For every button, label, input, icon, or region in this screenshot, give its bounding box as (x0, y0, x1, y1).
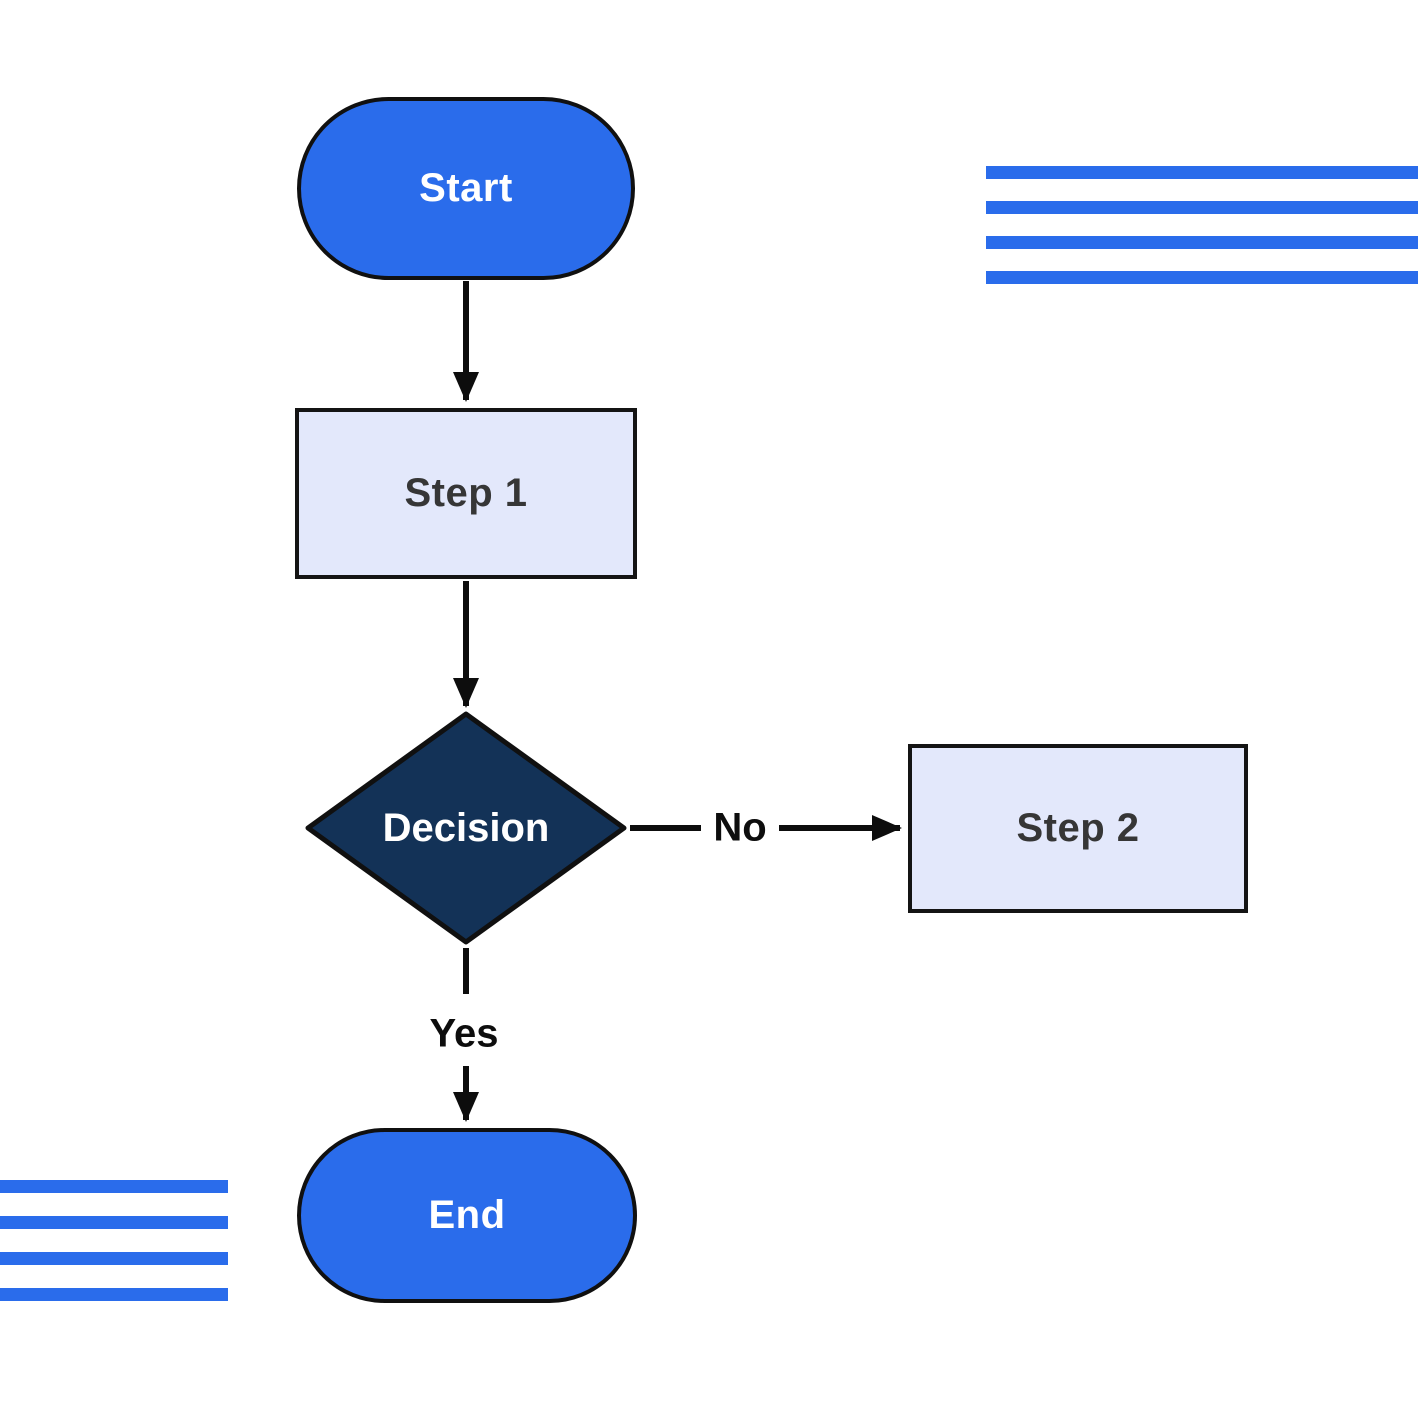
decision-node-shape (305, 711, 627, 945)
node-end: End (297, 1128, 637, 1303)
decorative-bar (0, 1288, 228, 1301)
decorative-bar (986, 271, 1418, 284)
node-start-label: Start (419, 166, 513, 210)
node-decision: Decision (308, 714, 624, 942)
decorative-bar (986, 201, 1418, 214)
edge-label-no: No (707, 805, 773, 851)
node-step2-label: Step 2 (1016, 806, 1140, 850)
node-end-label: End (428, 1193, 506, 1237)
node-step1-label: Step 1 (404, 471, 528, 515)
decorative-bar (986, 166, 1418, 179)
decorative-bar (0, 1180, 228, 1193)
node-step2: Step 2 (908, 744, 1248, 913)
edge-label-yes: Yes (423, 1011, 505, 1057)
decorative-bar (986, 236, 1418, 249)
node-step1: Step 1 (295, 408, 637, 579)
decorative-bar (0, 1216, 228, 1229)
node-start: Start (297, 97, 635, 280)
node-decision-label: Decision (382, 805, 550, 850)
decorative-bar (0, 1252, 228, 1265)
